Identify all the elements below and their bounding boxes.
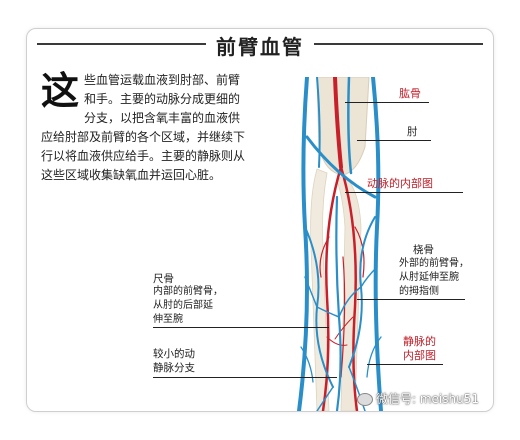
label-radius-desc-2: 从肘延伸至腕	[399, 272, 459, 283]
label-ulna-desc-3: 伸至腕	[153, 314, 183, 325]
leader-ulna	[153, 327, 329, 328]
intro-paragraph: 这些血管运载血液到肘部、前臂和手。主要的动脉分成更细的分支，以把含氧丰富的血液供…	[41, 71, 246, 185]
leader-vein-interior	[367, 364, 443, 365]
brachial-artery	[333, 77, 343, 169]
drop-cap: 这	[41, 68, 80, 113]
label-radius: 桡骨	[413, 244, 434, 256]
forearm-vessels-illustration	[297, 77, 383, 411]
label-ulna-desc-2: 从肘的后部延	[153, 300, 213, 311]
label-humerus: 肱骨	[399, 87, 421, 100]
leader-elbow	[357, 140, 431, 141]
watermark-text: 微信号: meishu51	[376, 392, 479, 406]
ulnar-artery	[321, 165, 343, 411]
label-ulna-desc-1: 内部的前臂骨，	[153, 286, 223, 297]
leader-humerus	[345, 102, 429, 103]
leader-radius	[357, 299, 465, 300]
cephalic-vein	[371, 77, 383, 411]
leader-artery-interior	[345, 192, 463, 193]
label-elbow: 肘	[407, 126, 418, 138]
leader-small-branches	[153, 377, 337, 378]
wechat-icon	[357, 393, 373, 406]
page-title: 前臂血管	[206, 31, 314, 60]
label-small-branches-1: 较小的动	[153, 348, 195, 360]
label-ulna: 尺骨	[153, 273, 174, 285]
watermark: 微信号: meishu51	[357, 390, 479, 407]
intro-text: 些血管运载血液到肘部、前臂和手。主要的动脉分成更细的分支，以把含氧丰富的血液供应…	[41, 73, 246, 182]
ulna-bone	[310, 168, 330, 411]
label-vein-interior-2: 内部图	[403, 349, 436, 362]
basilic-vein	[297, 77, 309, 411]
label-small-branches-2: 静脉分支	[153, 362, 195, 374]
illustration-card: 前臂血管 这些血管运载血液到肘部、前臂和手。主要的动脉分成更细的分支，以把含氧丰…	[26, 28, 494, 412]
label-radius-desc-3: 的拇指侧	[399, 286, 439, 297]
label-artery-interior: 动脉的内部图	[367, 177, 433, 190]
label-radius-desc-1: 外部的前臂骨，	[399, 258, 469, 269]
label-vein-interior-1: 静脉的	[403, 335, 436, 348]
